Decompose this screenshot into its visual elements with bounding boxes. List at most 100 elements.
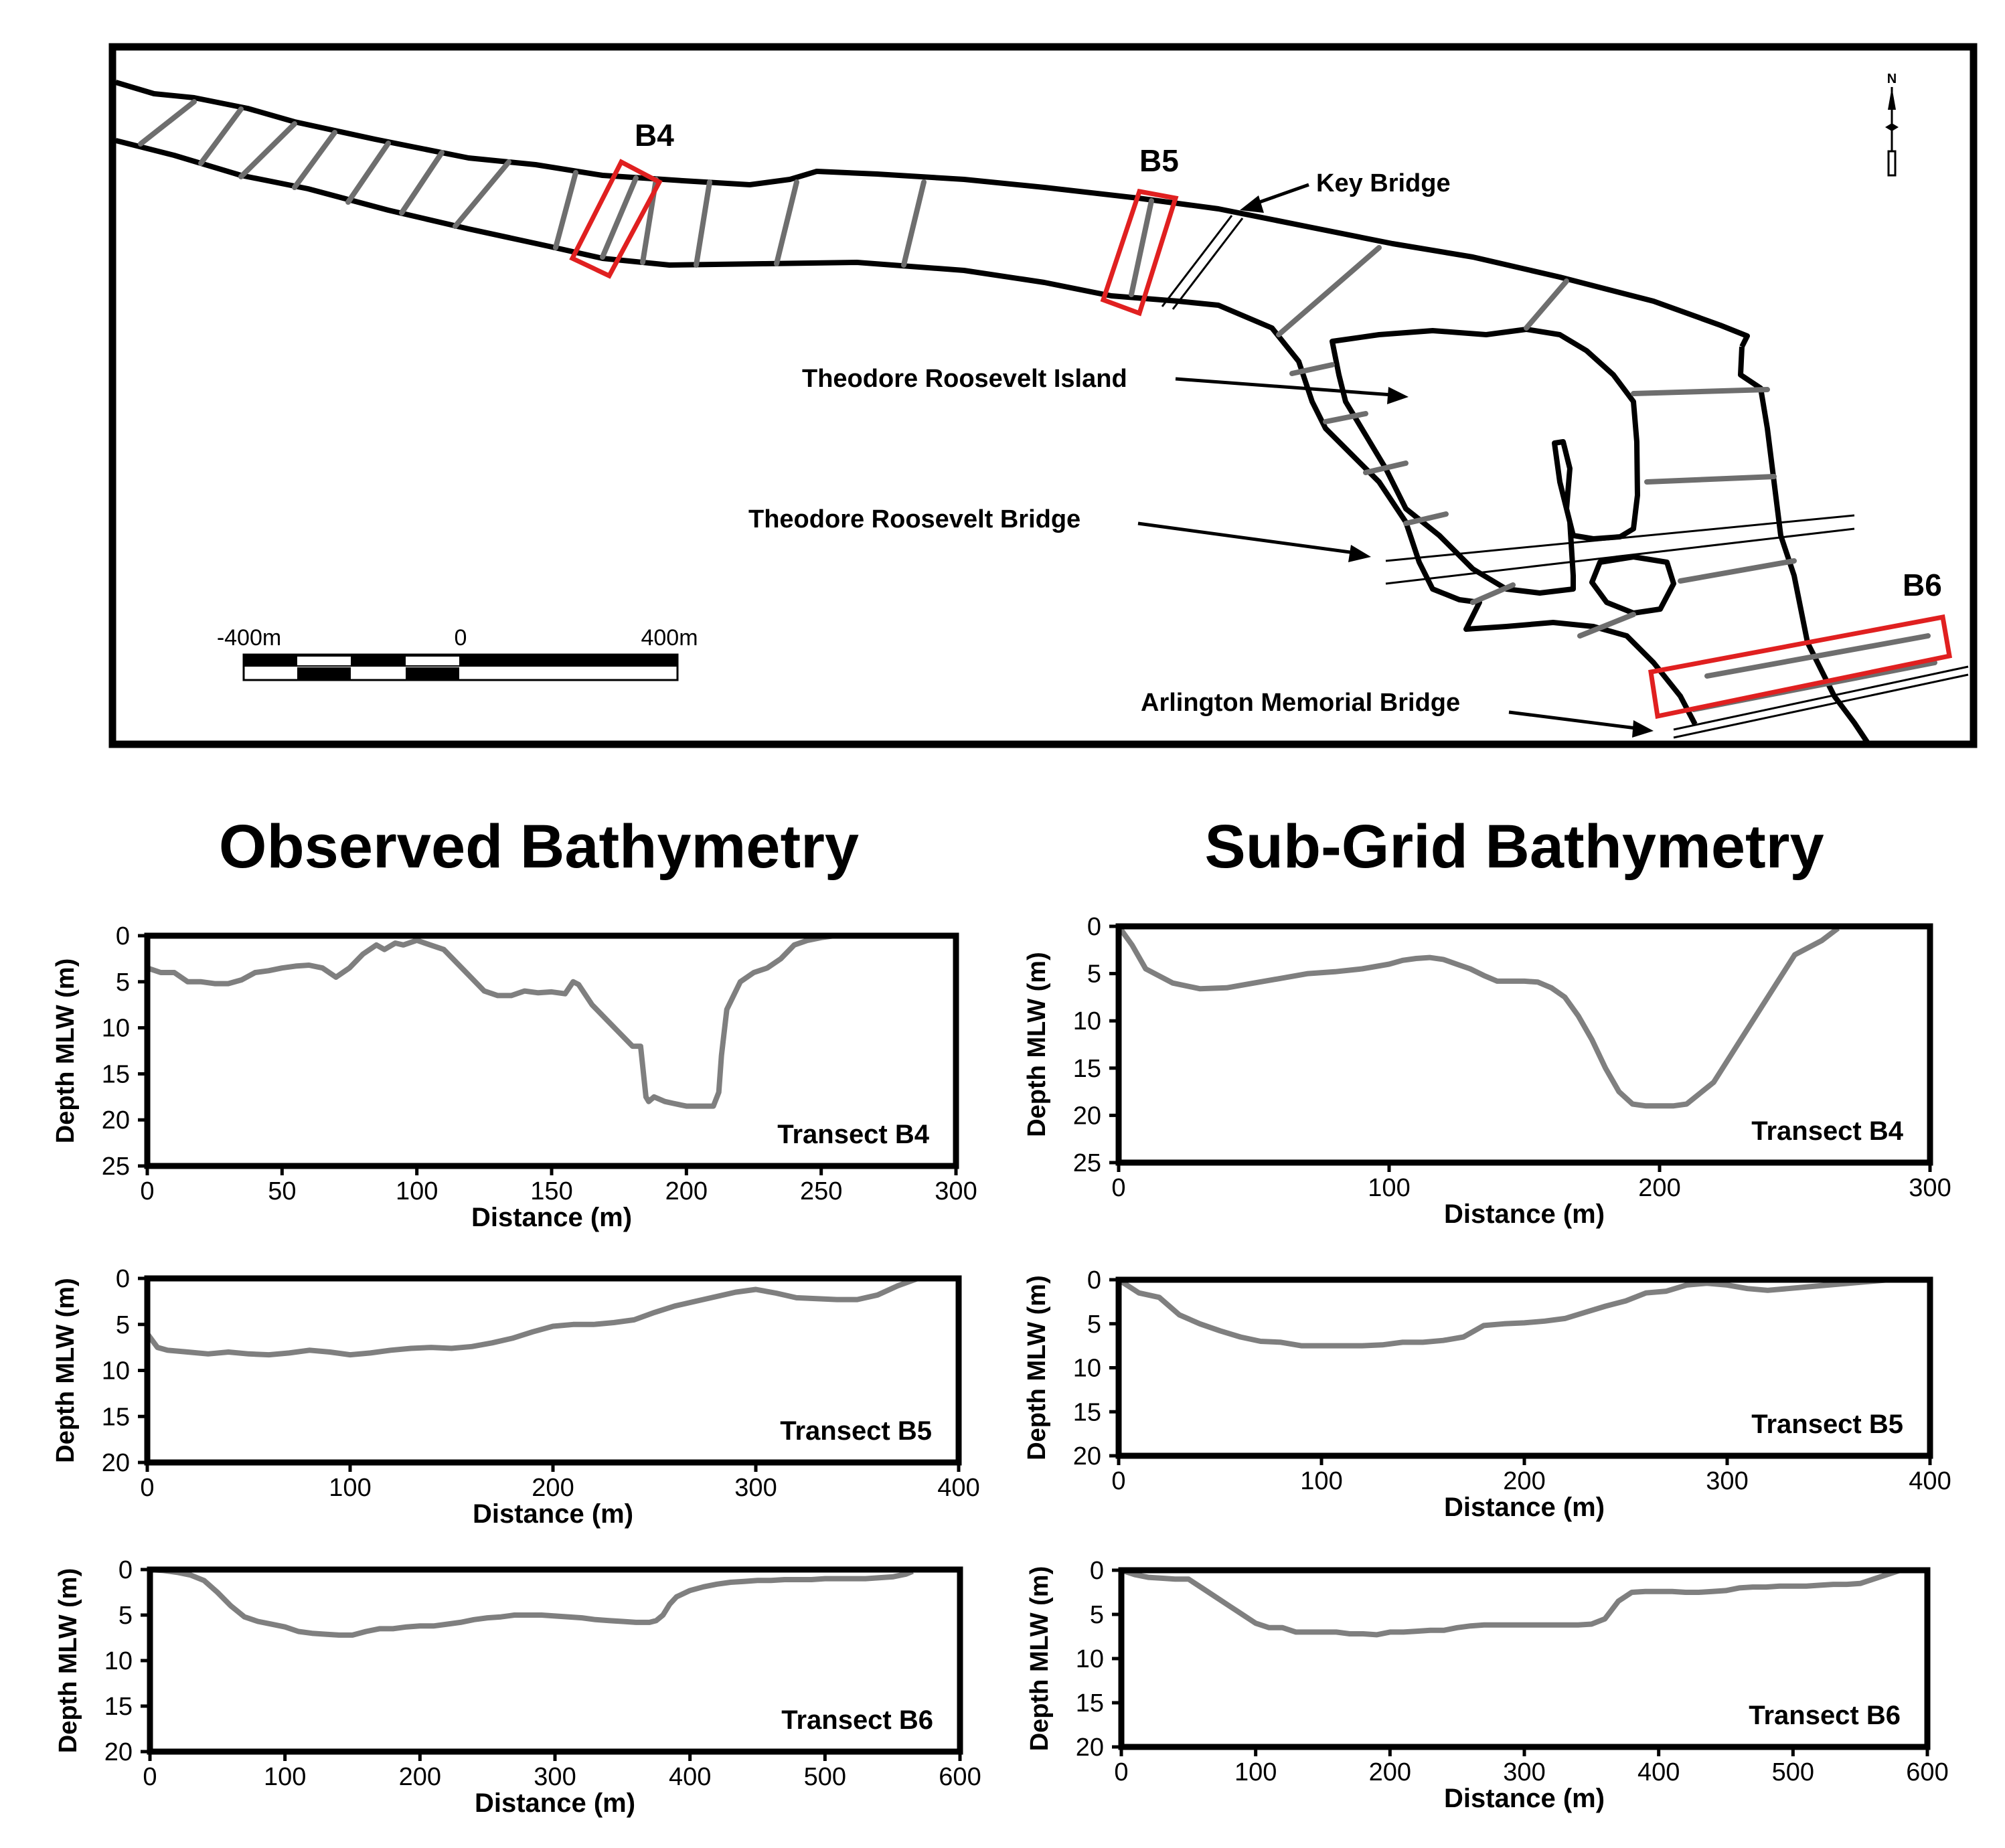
- transect-line: [1678, 558, 1797, 584]
- x-tick-label: 250: [800, 1177, 842, 1205]
- observed-b6-depth-line: [149, 1567, 914, 1638]
- y-tick-label: 10: [1076, 1645, 1104, 1673]
- b4-highlight-box: [569, 159, 663, 279]
- x-tick-label: 100: [1300, 1467, 1342, 1495]
- x-axis-label: Distance (m): [471, 1203, 632, 1232]
- key-bridge-line: [1161, 215, 1233, 307]
- x-tick-label: 0: [143, 1763, 157, 1791]
- x-axis-label: Distance (m): [475, 1788, 635, 1818]
- river-map: B4 B5 B6 Key Bridge Theodore Roosevelt I…: [108, 43, 1978, 748]
- x-tick-label: 600: [939, 1763, 981, 1791]
- x-tick-label: 300: [1706, 1467, 1748, 1495]
- y-tick-label: 15: [102, 1060, 130, 1088]
- y-tick-label: 20: [104, 1738, 133, 1766]
- transect-line: [345, 141, 391, 205]
- transect-line: [1644, 474, 1777, 485]
- transect-line: [1276, 245, 1382, 337]
- scale-bar: -400m 0 400m: [217, 625, 698, 681]
- tr-bridge-line: [1385, 527, 1855, 585]
- arlington-bridge-line: [1673, 665, 1969, 731]
- x-tick-label: 200: [1369, 1758, 1411, 1786]
- label-b6: B6: [1903, 568, 1942, 602]
- transect-lines: [138, 99, 1937, 712]
- transect-line: [1524, 278, 1569, 331]
- b6-highlight-box: [1648, 614, 1953, 720]
- y-tick-label: 0: [116, 922, 130, 950]
- transect-label: Transect B4: [1751, 1116, 1904, 1146]
- transect-line: [1129, 198, 1154, 297]
- arlington-bridge-label: Arlington Memorial Bridge: [1141, 689, 1460, 717]
- y-axis-label: Depth MLW (m): [52, 958, 80, 1144]
- y-tick-label: 0: [1087, 913, 1101, 941]
- y-tick-label: 25: [1073, 1149, 1101, 1177]
- x-tick-label: 150: [530, 1177, 572, 1205]
- transect-line: [1403, 511, 1449, 526]
- scale-left-label: -400m: [217, 625, 281, 651]
- highlight-boxes: [569, 159, 1953, 720]
- x-axis-label: Distance (m): [473, 1499, 633, 1529]
- transect-line: [1631, 387, 1770, 396]
- x-axis-label: Distance (m): [1444, 1493, 1605, 1522]
- transect-line: [399, 150, 445, 216]
- observed-b4-depth-line: [146, 933, 835, 1109]
- x-tick-label: 200: [1503, 1467, 1545, 1495]
- transect-line: [694, 179, 712, 268]
- y-axis-label: Depth MLW (m): [52, 1278, 80, 1463]
- x-tick-label: 200: [399, 1763, 441, 1791]
- label-b5: B5: [1139, 143, 1179, 178]
- y-tick-label: 10: [102, 1015, 130, 1043]
- y-tick-label: 15: [1073, 1055, 1101, 1083]
- x-tick-label: 300: [935, 1177, 977, 1205]
- x-tick-label: 300: [1909, 1174, 1951, 1202]
- transect-line: [1363, 460, 1409, 475]
- y-tick-label: 0: [116, 1265, 130, 1293]
- map-frame: [108, 43, 1978, 748]
- x-tick-label: 500: [804, 1763, 846, 1791]
- subgrid-title: Sub-Grid Bathymetry: [1204, 813, 1824, 881]
- transect-line: [901, 179, 927, 268]
- tr-island-label: Theodore Roosevelt Island: [802, 365, 1127, 393]
- y-tick-label: 10: [1073, 1007, 1101, 1035]
- tr-bridge-line: [1385, 514, 1855, 562]
- subgrid-b5-depth-line: [1117, 1277, 1890, 1349]
- x-tick-label: 0: [140, 1177, 154, 1205]
- y-axis-label: Depth MLW (m): [1023, 952, 1051, 1137]
- y-tick-label: 5: [118, 1602, 133, 1630]
- y-tick-label: 5: [116, 1311, 130, 1339]
- arlington-bridge-arrowhead: [1632, 720, 1654, 738]
- transect-line: [1323, 411, 1368, 424]
- x-tick-label: 50: [268, 1177, 296, 1205]
- y-tick-label: 15: [104, 1693, 133, 1721]
- y-tick-label: 15: [1073, 1398, 1101, 1426]
- x-tick-label: 300: [734, 1474, 777, 1502]
- tr-bridge-label: Theodore Roosevelt Bridge: [748, 505, 1080, 533]
- x-tick-label: 600: [1906, 1758, 1948, 1786]
- x-tick-label: 400: [1637, 1758, 1680, 1786]
- transect-label: Transect B6: [1749, 1701, 1901, 1730]
- subgrid-b6-depth-line: [1120, 1568, 1902, 1638]
- transect-line: [1704, 633, 1931, 679]
- transect-line: [453, 159, 511, 229]
- transect-line: [1289, 362, 1335, 376]
- transect-label: Transect B4: [777, 1120, 930, 1149]
- y-tick-label: 10: [1073, 1355, 1101, 1383]
- north-arrow-icon: N: [1885, 72, 1899, 177]
- x-tick-label: 100: [264, 1763, 306, 1791]
- transect-line: [600, 175, 639, 260]
- north-label: N: [1887, 72, 1897, 86]
- transect-line: [292, 130, 337, 190]
- y-tick-label: 0: [1087, 1266, 1101, 1294]
- x-tick-label: 400: [937, 1474, 979, 1502]
- x-tick-label: 200: [665, 1177, 708, 1205]
- transect-line: [198, 106, 244, 166]
- transect-label: Transect B5: [780, 1416, 932, 1446]
- x-tick-label: 100: [1234, 1758, 1277, 1786]
- y-tick-label: 15: [102, 1403, 130, 1431]
- y-tick-label: 20: [1073, 1442, 1101, 1471]
- transect-line: [138, 99, 197, 147]
